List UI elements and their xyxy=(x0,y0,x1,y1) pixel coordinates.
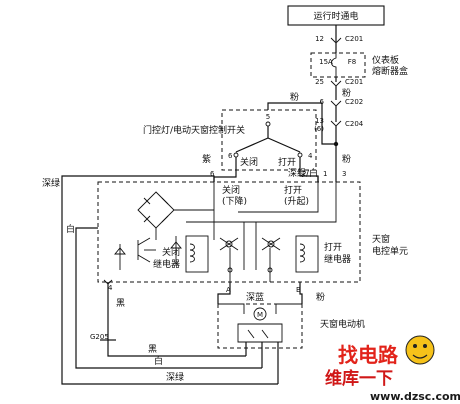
wire-pink-mid: 粉 xyxy=(290,91,299,103)
cu-pin-6: 6 xyxy=(210,170,215,178)
power-source-label: 运行时通电 xyxy=(313,10,358,22)
white-loop xyxy=(75,176,319,369)
wire-white-left: 白 xyxy=(66,223,75,235)
instrument-fuse-box xyxy=(310,52,366,78)
close-side-diode xyxy=(170,236,182,266)
sunroof-control-unit xyxy=(97,181,361,283)
left-transistor xyxy=(137,237,156,263)
close-relay-label-1: 关闭 xyxy=(162,246,180,258)
switch-pin4: 4 xyxy=(308,152,313,160)
cu-pin-2: 2 xyxy=(302,170,306,178)
c204-pin: 13 xyxy=(315,117,324,125)
diode-bridge xyxy=(137,191,214,240)
motor-label: 天窗电动机 xyxy=(320,318,365,330)
sunroof-motor-box xyxy=(217,303,303,349)
fuse-element xyxy=(331,53,337,77)
watermark-line2: 维库一下 xyxy=(325,368,393,389)
watermark-logo xyxy=(405,335,435,365)
wire-black-bottom: 黑 xyxy=(148,344,157,355)
fuse-block-label-2: 熔断器盒 xyxy=(372,65,408,77)
c204-label: C204 xyxy=(345,120,364,128)
wire-pink-motor: 粉 xyxy=(316,291,325,303)
cu-pin-4: 4 xyxy=(108,284,113,292)
c202-pin: 6 xyxy=(320,98,325,106)
wire-white-bottom: 白 xyxy=(154,355,163,367)
cu-open-text-1: 打开 xyxy=(284,184,302,196)
ground-g205: G205 xyxy=(90,333,109,341)
cu-pin-B: B xyxy=(296,286,301,294)
cu-pin-3: 3 xyxy=(342,170,346,178)
open-relay-label-2: 继电器 xyxy=(324,253,351,265)
switch-pin5: 5 xyxy=(266,113,270,121)
cu-open-text-2: (升起) xyxy=(284,196,309,207)
c201-top-pin: 12 xyxy=(315,35,324,43)
switch-label: 门控灯/电动天窗控制开关 xyxy=(143,124,245,136)
open-relay xyxy=(261,235,319,273)
wire-purple: 紫 xyxy=(202,154,211,165)
wire-dark-green-bottom: 深绿 xyxy=(166,371,184,383)
black-wire xyxy=(107,282,246,357)
watermark-line1: 找电路 xyxy=(338,343,399,367)
watermark-site: www.dzsc.com xyxy=(370,390,460,403)
cu-close-text-2: (下降) xyxy=(222,195,247,207)
control-unit-label-2: 电控单元 xyxy=(372,245,408,257)
motor-m: M xyxy=(257,311,263,319)
switch-pos-close: 关闭 xyxy=(240,156,258,168)
c202-label: C202 xyxy=(345,98,363,106)
fuse-name: F8 xyxy=(348,58,356,66)
left-zener xyxy=(114,244,126,270)
cu-pin-A: A xyxy=(226,286,231,294)
wire-dark-green-left: 深绿 xyxy=(42,177,60,189)
cu-pin-1: 1 xyxy=(323,170,327,178)
c201-bot-label: C201 xyxy=(345,78,363,86)
dark-green-loop xyxy=(61,175,278,385)
switch-pos-open: 打开 xyxy=(278,156,296,168)
wire-black-left: 黑 xyxy=(116,298,125,309)
c201-bot-pin: 25 xyxy=(315,78,324,86)
close-relay xyxy=(185,235,239,273)
fuse-rating: 15A xyxy=(319,58,333,66)
c201-top-label: C201 xyxy=(345,35,363,43)
cu-close-text-1: 关闭 xyxy=(222,184,240,196)
fuse-block-label-1: 仪表板 xyxy=(372,54,399,66)
c204-pin-alt: (6) xyxy=(314,125,324,133)
wire-dark-blue: 深蓝 xyxy=(246,291,264,303)
motor-symbol xyxy=(253,307,267,321)
wire-pink-top: 粉 xyxy=(342,87,351,99)
switch-pin6: 6 xyxy=(228,152,233,160)
wire-pink-right: 粉 xyxy=(342,153,351,165)
open-relay-label-1: 打开 xyxy=(324,241,342,253)
control-unit-label-1: 天窗 xyxy=(372,233,390,245)
wire-dark-green-white: 深绿/白 xyxy=(288,167,318,179)
close-relay-label-2: 继电器 xyxy=(153,258,180,270)
